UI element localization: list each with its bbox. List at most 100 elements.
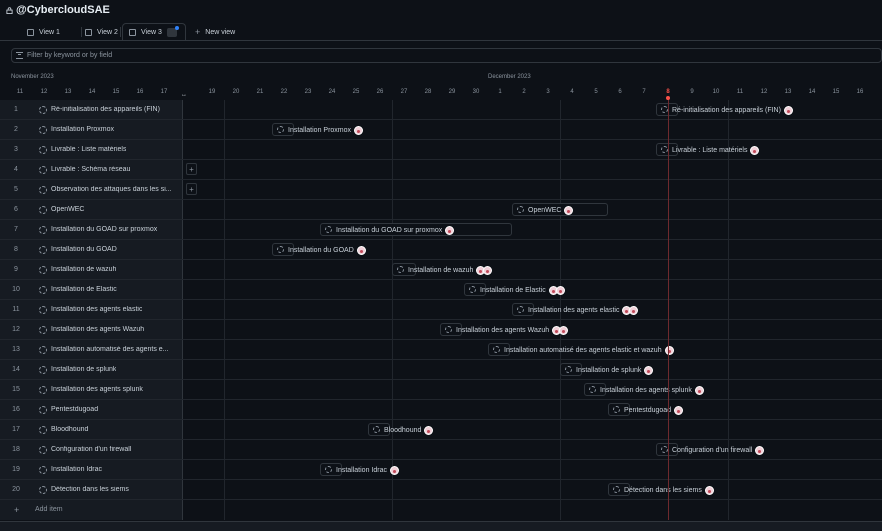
item-title[interactable]: Livrable : Liste matériels xyxy=(51,146,127,153)
item-title[interactable]: Installation Proxmox xyxy=(51,126,115,133)
add-date-button[interactable]: + xyxy=(186,183,197,195)
tab-view-2[interactable]: View 2 xyxy=(79,23,124,41)
item-title[interactable]: Installation de Elastic xyxy=(51,286,117,293)
assignee-avatar[interactable] xyxy=(694,386,704,395)
assignee-avatar[interactable] xyxy=(424,426,434,435)
item-title[interactable]: Ré-initialisation des appareils (FIN) xyxy=(51,106,160,113)
timeline-bar[interactable] xyxy=(656,143,678,156)
item-title[interactable]: Livrable : Schéma réseau xyxy=(51,166,131,173)
timeline-bar[interactable] xyxy=(656,443,678,456)
timeline-bar[interactable] xyxy=(608,483,630,496)
item-title[interactable]: Observation des attaques dans les si... xyxy=(51,186,172,193)
assignee-avatar[interactable] xyxy=(555,286,565,295)
item-title[interactable]: Installation du GOAD xyxy=(51,246,117,253)
item-title[interactable]: Installation de splunk xyxy=(51,366,117,373)
item-title[interactable]: Pentestdugoad xyxy=(51,406,99,413)
add-item-button[interactable]: + Add item xyxy=(0,500,183,520)
timeline-bar[interactable] xyxy=(488,343,510,356)
new-view-button[interactable]: + New view xyxy=(189,23,241,41)
tab-view-1[interactable]: View 1 xyxy=(21,23,66,41)
filter-input[interactable]: Filter by keyword or by field xyxy=(11,48,882,63)
assignee-avatar[interactable] xyxy=(755,446,765,455)
timeline-bar[interactable] xyxy=(440,323,462,336)
timeline-bar[interactable] xyxy=(368,423,390,436)
item-title[interactable]: OpenWEC xyxy=(51,206,85,213)
item-title[interactable]: Installation des agents Wazuh xyxy=(51,326,145,333)
assignee-avatar[interactable] xyxy=(704,486,714,495)
item-title[interactable]: Bloodhound xyxy=(51,426,89,433)
view-options-dropdown-icon[interactable] xyxy=(166,26,179,37)
item-title[interactable]: Configuration d'un firewall xyxy=(51,446,132,453)
assignee-avatar[interactable] xyxy=(644,366,654,375)
assignee-avatar[interactable] xyxy=(559,326,569,335)
assignee-avatar[interactable] xyxy=(750,146,760,155)
timeline-bar[interactable] xyxy=(512,203,608,216)
timeline-bar[interactable] xyxy=(320,223,512,236)
assignee-avatar[interactable] xyxy=(629,306,639,315)
timeline-bar[interactable] xyxy=(560,363,582,376)
assignee-avatar[interactable] xyxy=(664,346,674,355)
assignee-avatar[interactable] xyxy=(483,266,493,275)
timeline-bar[interactable] xyxy=(272,243,294,256)
assignee-avatar[interactable] xyxy=(783,106,793,115)
horizontal-scrollbar[interactable] xyxy=(0,521,882,531)
add-date-button[interactable]: + xyxy=(186,163,197,175)
timeline-bar[interactable] xyxy=(464,283,486,296)
item-title[interactable]: Installation automatisé des agents e... xyxy=(51,346,169,353)
timeline-bar[interactable] xyxy=(608,403,630,416)
item-title[interactable]: Installation des agents elastic xyxy=(51,306,143,313)
assignee-avatar[interactable] xyxy=(356,246,366,255)
assignee-avatar[interactable] xyxy=(674,406,684,415)
timeline-bar[interactable] xyxy=(584,383,606,396)
assignee-avatar[interactable] xyxy=(354,126,364,135)
assignee-avatar[interactable] xyxy=(445,226,455,235)
item-title[interactable]: Installation Idrac xyxy=(51,466,102,473)
assignee-avatar[interactable] xyxy=(564,206,574,215)
item-title[interactable]: Installation des agents splunk xyxy=(51,386,143,393)
timeline-bar[interactable] xyxy=(392,263,416,276)
item-title[interactable]: Installation de wazuh xyxy=(51,266,117,273)
timeline-bar[interactable] xyxy=(320,463,342,476)
timeline-bar[interactable] xyxy=(656,103,678,116)
item-title[interactable]: Installation du GOAD sur proxmox xyxy=(51,226,158,233)
item-title[interactable]: Détection dans les siems xyxy=(51,486,129,493)
timeline-bar[interactable] xyxy=(512,303,534,316)
timeline-bar[interactable] xyxy=(272,123,294,136)
